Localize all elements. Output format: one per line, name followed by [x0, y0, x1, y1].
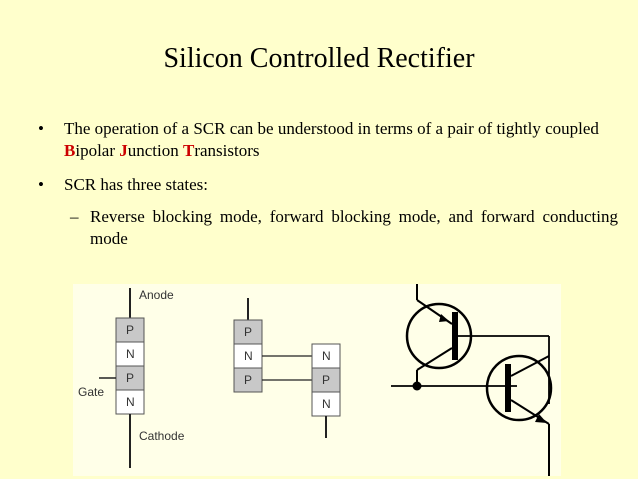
bullet-item-scr-operation: • The operation of a SCR can be understo…	[38, 118, 618, 162]
highlight-letter-t: T	[183, 141, 195, 160]
split-right-n2	[311, 391, 341, 417]
split-structure: P N P N P N	[233, 298, 341, 438]
layer-label: N	[322, 349, 331, 363]
bullet-item-scr-states: • SCR has three states:	[38, 174, 618, 196]
gate-label: Gate	[78, 385, 104, 399]
layer-label: P	[322, 373, 330, 387]
layer-label: P	[126, 371, 134, 385]
cathode-label: Cathode	[139, 429, 185, 443]
npn-emitter-arrow-icon	[535, 414, 547, 423]
sub-bullet-text: Reverse blocking mode, forward blocking …	[90, 207, 618, 248]
layer-label: N	[126, 347, 135, 361]
pnp-emitter-arrow-icon	[439, 314, 449, 322]
highlight-letter-b: B	[64, 141, 76, 160]
scr-diagram: Anode P N P N Gate Cathode P	[78, 284, 553, 476]
npn-base-bar	[505, 364, 511, 412]
layer-label: N	[322, 397, 331, 411]
text-run: The operation of a SCR can be understood…	[64, 119, 599, 138]
bullet-text: SCR has three states:	[64, 175, 209, 194]
split-left-n	[233, 343, 263, 369]
scr-diagram-figure: Anode P N P N Gate Cathode P	[73, 284, 561, 476]
layer-label: N	[126, 395, 135, 409]
anode-label: Anode	[139, 288, 174, 302]
pnpn-structure: Anode P N P N Gate Cathode	[78, 288, 185, 468]
layer-label: N	[244, 349, 253, 363]
text-run: unction	[127, 141, 183, 160]
two-transistor-schematic	[391, 284, 553, 476]
highlight-letter-j: J	[119, 141, 128, 160]
npn-collector	[510, 355, 550, 377]
slide-title: Silicon Controlled Rectifier	[163, 43, 475, 74]
pnp-collector	[416, 347, 453, 371]
text-run: ransistors	[194, 141, 260, 160]
npn-transistor-circle	[485, 354, 553, 422]
layer-label: P	[244, 325, 252, 339]
split-right-n	[311, 343, 341, 369]
bullet-marker: •	[38, 175, 44, 194]
bullet-list: • The operation of a SCR can be understo…	[38, 118, 618, 250]
sub-bullet-modes: – Reverse blocking mode, forward blockin…	[38, 206, 618, 250]
split-left-p	[233, 319, 263, 345]
layer-label: P	[244, 373, 252, 387]
pnp-base-bar	[452, 312, 458, 360]
sub-bullet-marker: –	[70, 207, 79, 226]
text-run: ipolar	[75, 141, 120, 160]
layer-label: P	[126, 323, 134, 337]
bullet-text: The operation of a SCR can be understood…	[64, 119, 599, 160]
bullet-marker: •	[38, 119, 44, 138]
gate-junction-dot	[412, 381, 422, 391]
layer-n-upper	[115, 341, 145, 367]
